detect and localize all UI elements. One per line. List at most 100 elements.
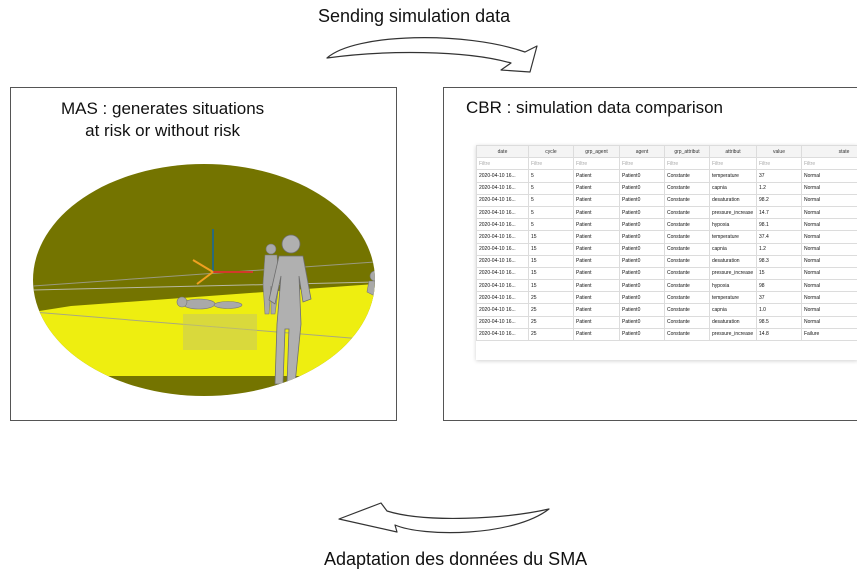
table-cell: Constante — [664, 327, 710, 342]
table-cell: 2020-04-10 16... — [476, 181, 529, 195]
table-cell: 2020-04-10 16... — [476, 315, 529, 329]
table-cell: 37.4 — [756, 230, 802, 244]
mas-panel: MAS : generates situations at risk or wi… — [10, 87, 397, 421]
table-cell: 2020-04-10 16... — [476, 169, 529, 183]
table-cell: Constante — [664, 169, 710, 183]
column-header-grp-agent[interactable]: grp_agent — [573, 145, 620, 159]
table-cell: Patient0 — [619, 230, 665, 244]
table-cell: Constante — [664, 193, 710, 207]
bottom-caption: Adaptation des données du SMA — [324, 549, 588, 569]
table-cell: Normal — [801, 291, 857, 305]
table-cell: 25 — [528, 303, 574, 317]
table-cell: Constante — [664, 291, 710, 305]
column-header-grp-attribut[interactable]: grp_attribut — [664, 145, 710, 159]
table-cell: Patient — [573, 303, 620, 317]
table-cell: capnia — [709, 181, 757, 195]
table-cell: Constante — [664, 242, 710, 256]
table-cell: Normal — [801, 303, 857, 317]
table-cell: hypoxia — [709, 279, 757, 293]
table-cell: Patient — [573, 218, 620, 232]
table-cell: Constante — [664, 218, 710, 232]
column-header-state[interactable]: state — [801, 145, 857, 159]
filter-input-grp-agent[interactable]: Filtre — [573, 157, 620, 171]
table-cell: Patient — [573, 181, 620, 195]
column-header-agent[interactable]: agent — [619, 145, 665, 159]
table-cell: 2020-04-10 16... — [476, 327, 529, 342]
table-cell: desaturation — [709, 254, 757, 268]
table-cell: 1.2 — [756, 242, 802, 256]
table-cell: Normal — [801, 218, 857, 232]
table-cell: 15 — [528, 242, 574, 256]
table-cell: Patient0 — [619, 254, 665, 268]
simulation-viewport — [33, 164, 375, 396]
table-cell: Patient0 — [619, 303, 665, 317]
table-cell: 98 — [756, 279, 802, 293]
column-header-date[interactable]: date — [476, 145, 529, 159]
mas-panel-title: MAS : generates situations at risk or wi… — [61, 99, 265, 140]
table-cell: 1.2 — [756, 181, 802, 195]
table-cell: desaturation — [709, 315, 757, 329]
table-cell: desaturation — [709, 193, 757, 207]
table-cell: capnia — [709, 303, 757, 317]
table-cell: Patient — [573, 254, 620, 268]
table-cell: Patient0 — [619, 242, 665, 256]
table-cell: 15 — [756, 266, 802, 281]
filter-input-date[interactable]: Filtre — [476, 157, 529, 171]
table-cell: Patient0 — [619, 205, 665, 220]
scene-plane — [183, 314, 257, 350]
table-cell: hypoxia — [709, 218, 757, 232]
filter-input-value[interactable]: Filtre — [756, 157, 802, 171]
column-header-attribut[interactable]: attribut — [709, 145, 757, 159]
table-cell: temperature — [709, 230, 757, 244]
table-cell: 37 — [756, 291, 802, 305]
table-cell: Normal — [801, 205, 857, 220]
table-cell: Patient — [573, 205, 620, 220]
filter-input-attribut[interactable]: Filtre — [709, 157, 757, 171]
table-cell: Normal — [801, 254, 857, 268]
table-cell: 2020-04-10 16... — [476, 193, 529, 207]
table-cell: 5 — [528, 218, 574, 232]
filter-input-state[interactable]: Filtre — [801, 157, 857, 171]
table-cell: Constante — [664, 230, 710, 244]
table-cell: Constante — [664, 279, 710, 293]
table-cell: capnia — [709, 242, 757, 256]
cbr-panel-title: CBR : simulation data comparison — [466, 98, 724, 117]
table-cell: Failure — [801, 327, 857, 342]
table-cell: 98.2 — [756, 193, 802, 207]
table-cell: Constante — [664, 266, 710, 281]
table-cell: Patient — [573, 327, 620, 342]
filter-input-agent[interactable]: Filtre — [619, 157, 665, 171]
column-header-cycle[interactable]: cycle — [528, 145, 574, 159]
table-cell: temperature — [709, 169, 757, 183]
filter-input-cycle[interactable]: Filtre — [528, 157, 574, 171]
table-cell: 2020-04-10 16... — [476, 279, 529, 293]
table-cell: 14.8 — [756, 327, 802, 342]
table-cell: 5 — [528, 193, 574, 207]
table-cell: temperature — [709, 291, 757, 305]
column-header-value[interactable]: value — [756, 145, 802, 159]
table-cell: 15 — [528, 254, 574, 268]
table-cell: 5 — [528, 205, 574, 220]
table-cell: Constante — [664, 205, 710, 220]
filter-input-grp-attribut[interactable]: Filtre — [664, 157, 710, 171]
table-cell: Patient0 — [619, 315, 665, 329]
table-cell: pressure_increase — [709, 327, 757, 342]
table-cell: Patient0 — [619, 193, 665, 207]
table-cell: Patient0 — [619, 266, 665, 281]
